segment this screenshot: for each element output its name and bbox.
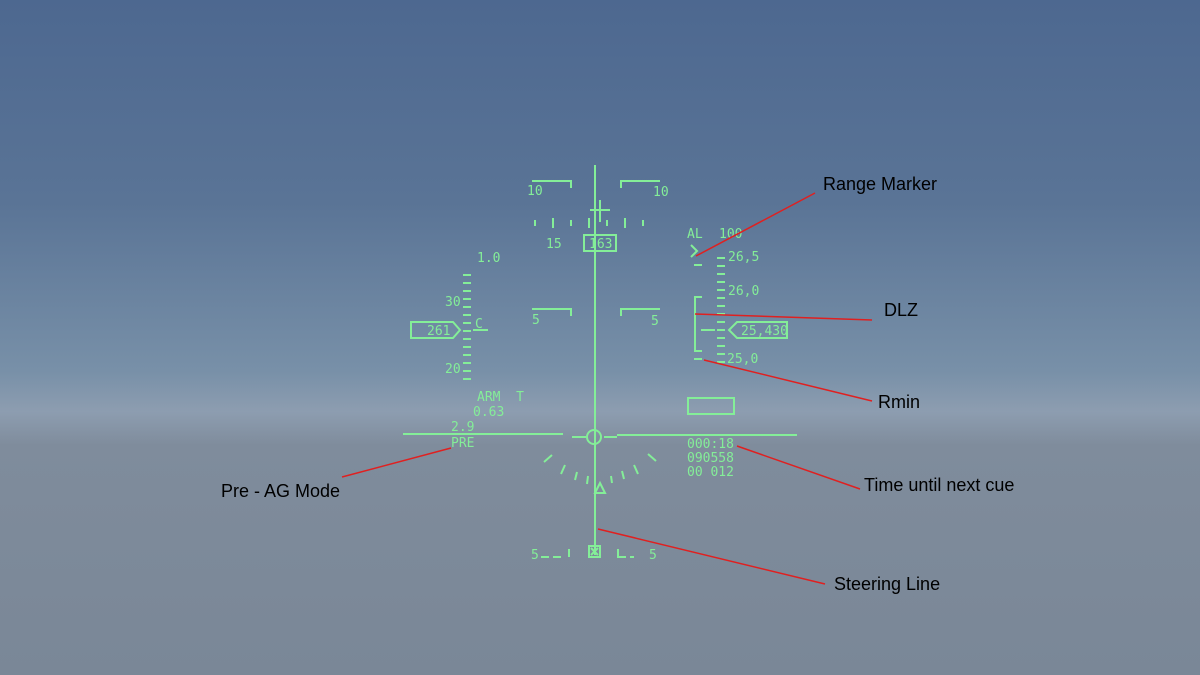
- target-designator: [588, 545, 601, 558]
- airspeed-tape: [463, 274, 471, 380]
- label-steering-line: Steering Line: [834, 574, 940, 594]
- arm-status: ARM T: [477, 390, 524, 405]
- label-range-marker: Range Marker: [823, 174, 937, 194]
- waterline-cross: [590, 200, 610, 222]
- annotation-line-steering: [597, 528, 826, 585]
- speed-tick-20: 20: [445, 362, 461, 377]
- bank-pointer: [593, 480, 607, 494]
- range-box: [727, 321, 788, 339]
- altitude-value: 100: [719, 227, 742, 242]
- pitch-ladder-neg5: [541, 549, 634, 558]
- max-g: 2.9: [451, 420, 474, 435]
- range-tick-250: 25,0: [727, 352, 758, 367]
- time-to-cue: 000:18: [687, 437, 734, 452]
- pitch-ladder-10: [532, 180, 660, 188]
- pitch-mid-right: 5: [651, 314, 659, 329]
- heading-left: 15: [546, 237, 562, 252]
- heading-value: 163: [589, 237, 612, 252]
- bank-scale: [543, 453, 657, 485]
- annotation-line-rmin: [703, 359, 873, 402]
- pitch-top-right: 10: [653, 185, 669, 200]
- label-time-until-next-cue: Time until next cue: [864, 475, 1014, 495]
- heading-tape: [534, 218, 644, 228]
- pitch-ladder-5: [532, 308, 660, 316]
- horizon-line: [403, 433, 797, 438]
- airspeed-box: [410, 321, 462, 339]
- speed-tick-30: 30: [445, 295, 461, 310]
- range-tape: [717, 257, 725, 363]
- hud-line3: 00 012: [687, 465, 734, 480]
- annotation-line-time: [736, 445, 861, 490]
- range-marker: [690, 244, 699, 258]
- velocity-vector: [586, 429, 602, 445]
- hud-line2: 090558: [687, 451, 734, 466]
- annotation-line-dlz: [694, 313, 873, 321]
- hud-lines: [403, 165, 797, 558]
- pitch-bot-right: 5: [649, 548, 657, 563]
- pitch-mid-left: 5: [532, 313, 540, 328]
- blank-box: [687, 397, 735, 415]
- target-cross: [590, 547, 599, 556]
- annotations: Range Marker DLZ Rmin Time until next cu…: [221, 174, 1014, 594]
- range-tick-260: 26,0: [728, 284, 759, 299]
- ag-mode: PRE: [451, 436, 474, 451]
- pitch-bot-left: 5: [531, 548, 539, 563]
- dlz-bracket: [694, 296, 702, 352]
- mach: 0.63: [473, 405, 504, 420]
- range-value: 25,430: [741, 324, 788, 339]
- range-tick-265: 26,5: [728, 250, 759, 265]
- airspeed-cue-label: C: [475, 317, 483, 332]
- annotation-line-pre: [341, 447, 452, 478]
- annotation-line-range-marker: [695, 192, 816, 257]
- airspeed-value: 261: [427, 324, 450, 339]
- label-rmin: Rmin: [878, 392, 920, 412]
- heading-box: [583, 234, 617, 252]
- pitch-top-left: 10: [527, 184, 543, 199]
- label-dlz: DLZ: [884, 300, 918, 320]
- g-value: 1.0: [477, 251, 500, 266]
- altitude-mode: AL: [687, 227, 703, 242]
- label-pre-ag-mode: Pre - AG Mode: [221, 481, 340, 501]
